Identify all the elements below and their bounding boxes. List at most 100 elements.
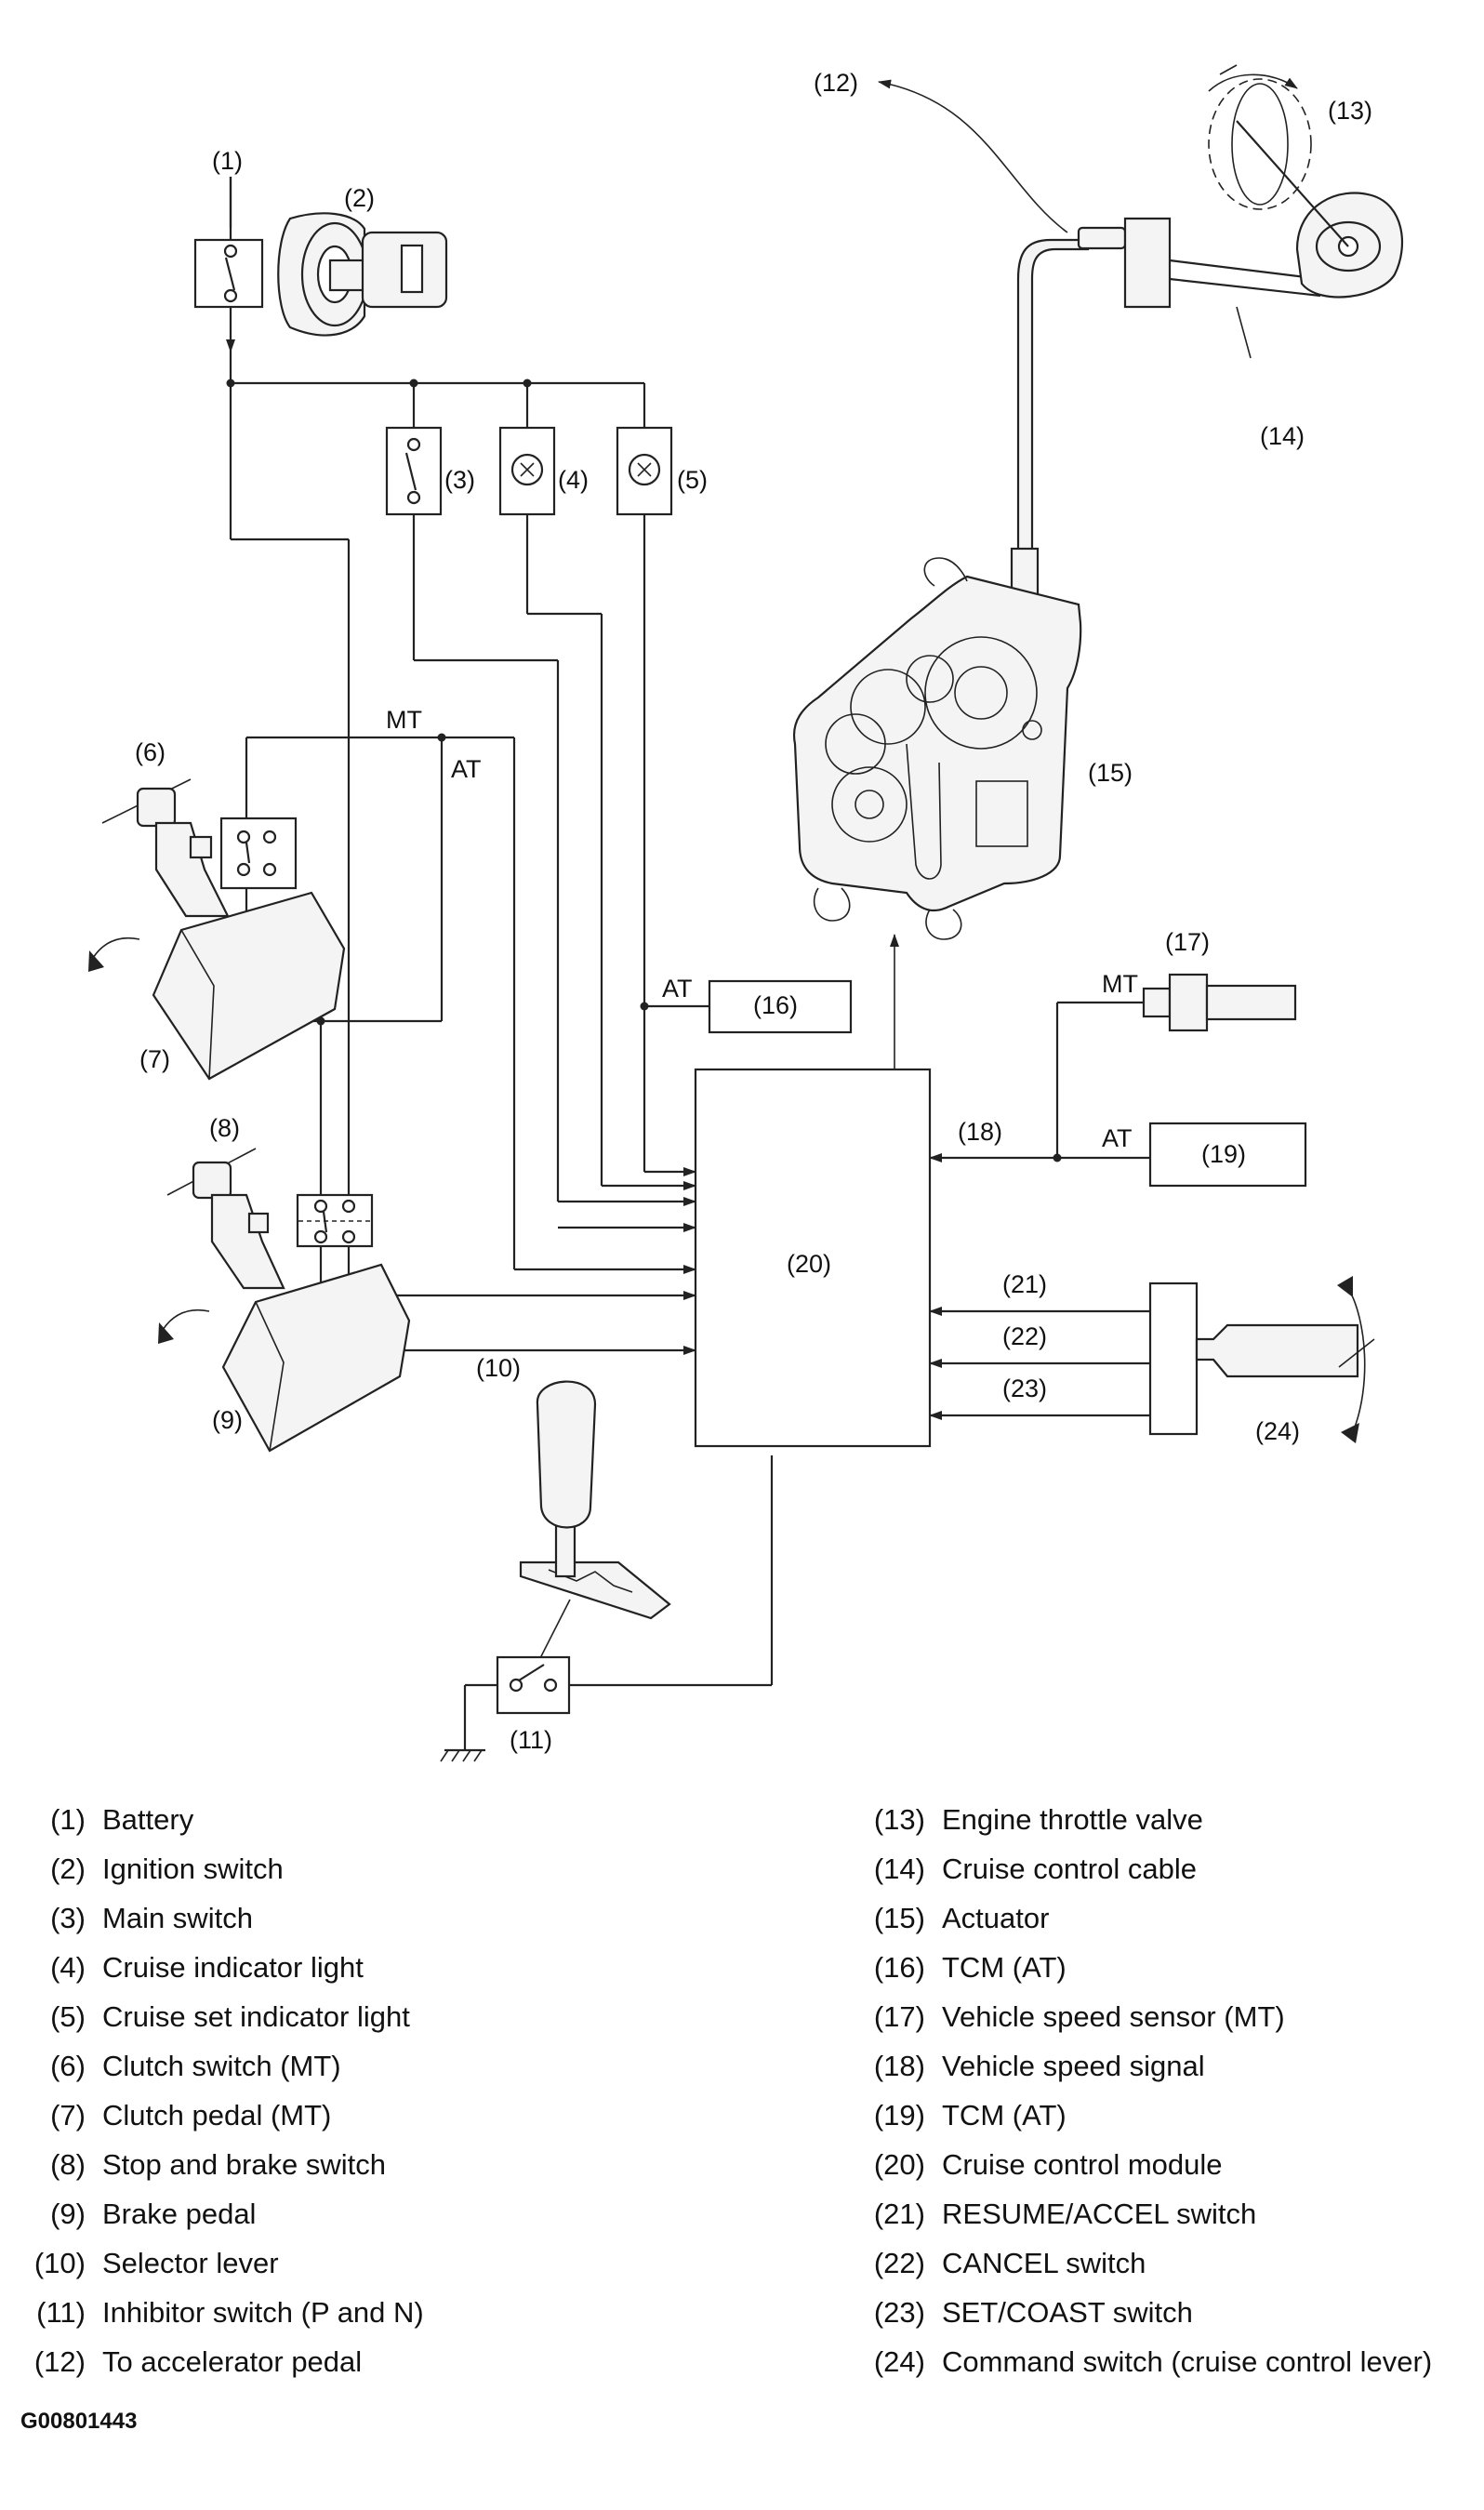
callout-18: (18) (958, 1118, 1002, 1146)
actuator-drawing (792, 547, 1082, 940)
main-switch-symbol (385, 426, 443, 516)
tcm-box-16 (708, 979, 853, 1034)
callout-7: (7) (139, 1045, 170, 1073)
legend-item-number: (7) (50, 2099, 86, 2132)
legend-item-text: Command switch (cruise control lever) (942, 2345, 1433, 2378)
battery-symbol (193, 177, 264, 309)
callout-22: (22) (1002, 1322, 1047, 1350)
legend-item-number: (6) (50, 2050, 86, 2082)
legend-item-number: (21) (873, 2198, 925, 2230)
throttle-and-cable-drawing (878, 64, 1404, 578)
callout-9: (9) (212, 1406, 243, 1434)
legend-item-text: TCM (AT) (942, 1951, 1067, 1984)
legend-item-text: Vehicle speed signal (942, 2050, 1205, 2082)
vehicle-speed-sensor-drawing (1142, 973, 1297, 1032)
callout-24: (24) (1255, 1417, 1300, 1445)
callout-16: (16) (753, 991, 798, 1019)
callout-6: (6) (135, 738, 166, 766)
legend-item-text: Vehicle speed sensor (MT) (942, 2000, 1285, 2033)
callout-21: (21) (1002, 1270, 1047, 1298)
legend-item: (3)Main switch (19, 1893, 424, 1943)
legend-item: (13) Engine throttle valve (860, 1795, 1432, 1844)
callout-23: (23) (1002, 1375, 1047, 1402)
callout-10: (10) (476, 1354, 521, 1382)
legend-item-number: (2) (50, 1853, 86, 1885)
callout-2: (2) (344, 184, 375, 212)
legend-item: (12) To accelerator pedal (19, 2337, 424, 2386)
legend-item: (5)Cruise set indicator light (19, 1992, 424, 2041)
legend-item: (21) RESUME/ACCEL switch (860, 2189, 1432, 2238)
legend-item-number: (14) (873, 1853, 925, 1885)
legend-item-number: (13) (873, 1803, 925, 1836)
callout-8: (8) (209, 1114, 240, 1142)
legend-item-number: (16) (873, 1951, 925, 1984)
brake-pedal-assembly (158, 1148, 411, 1453)
legend-item: (20) Cruise control module (860, 2140, 1432, 2189)
legend-item-text: Stop and brake switch (102, 2148, 387, 2181)
legend-item-number: (24) (873, 2345, 925, 2378)
legend-item-text: Clutch switch (MT) (102, 2050, 341, 2082)
wire-label-mt-sensor: MT (1102, 970, 1138, 998)
legend-item: (14)Cruise control cable (860, 1844, 1432, 1893)
legend-item: (16) TCM (AT) (860, 1943, 1432, 1992)
legend-item-number: (15) (873, 1902, 925, 1934)
legend-item-number: (9) (50, 2198, 86, 2230)
legend-right-column: (13)Engine throttle valve(14)Cruise cont… (860, 1795, 1432, 2386)
wire-label-mt-top: MT (386, 706, 422, 734)
legend-item-text: Battery (102, 1803, 194, 1836)
wiring (226, 177, 1150, 1762)
legend-item-text: Engine throttle valve (942, 1803, 1203, 1836)
cruise-set-indicator-light-symbol (616, 426, 673, 516)
legend-item-text: RESUME/ACCEL switch (942, 2198, 1257, 2230)
legend-item-text: SET/COAST switch (942, 2296, 1193, 2329)
legend-item-text: CANCEL switch (942, 2247, 1146, 2279)
legend-item-text: Cruise indicator light (102, 1951, 364, 1984)
callout-11: (11) (510, 1726, 552, 1754)
callout-15: (15) (1088, 759, 1133, 787)
legend-item-number: (5) (50, 2000, 86, 2033)
clutch-pedal-assembly (88, 778, 346, 1081)
legend-item-text: Actuator (942, 1902, 1050, 1934)
legend-item-text: TCM (AT) (942, 2099, 1067, 2132)
callout-4: (4) (558, 466, 589, 494)
legend-item: (18) Vehicle speed signal (860, 2041, 1432, 2091)
legend-item: (24) Command switch (cruise control lever… (860, 2337, 1432, 2386)
legend-item-number: (23) (873, 2296, 925, 2329)
legend-item: (17)Vehicle speed sensor (MT) (860, 1992, 1432, 2041)
wire-label-at-tcm16: AT (662, 975, 693, 1003)
ignition-switch-drawing (277, 212, 448, 337)
callout-1: (1) (212, 147, 243, 175)
legend-item: (2) Ignition switch (19, 1844, 424, 1893)
legend-item: (4)Cruise indicator light (19, 1943, 424, 1992)
legend-item-text: Inhibitor switch (P and N) (102, 2296, 424, 2329)
command-switch-drawing (1148, 1276, 1375, 1443)
legend-item-number: (18) (873, 2050, 925, 2082)
legend-item: (10)Selector lever (19, 2238, 424, 2288)
legend-item-text: To accelerator pedal (102, 2345, 363, 2378)
legend-item-number: (22) (873, 2247, 925, 2279)
legend-item-number: (20) (873, 2148, 925, 2181)
figure-id: G00801443 (20, 2409, 138, 2434)
callout-17: (17) (1165, 928, 1210, 956)
inhibitor-switch-symbol (496, 1655, 571, 1715)
callout-12: (12) (814, 69, 858, 97)
callout-19: (19) (1201, 1140, 1246, 1168)
legend-item-text: Brake pedal (102, 2198, 257, 2230)
legend-item: (7) Clutch pedal (MT) (19, 2091, 424, 2140)
callouts: (1) (2) (3) (4) (5) (6) (7) (8) (9) (10)… (135, 69, 1372, 1754)
legend-item-text: Selector lever (102, 2247, 279, 2279)
callout-14: (14) (1260, 422, 1305, 450)
callout-3: (3) (444, 466, 475, 494)
legend-item-text: Clutch pedal (MT) (102, 2099, 332, 2132)
tcm-box-19 (1148, 1122, 1307, 1188)
legend-item-text: Cruise control module (942, 2148, 1223, 2181)
legend-left-column: (1)Battery(2)Ignition switch(3)Main swit… (19, 1795, 424, 2386)
legend-item: (9) Brake pedal (19, 2189, 424, 2238)
legend-item-number: (12) (33, 2345, 86, 2378)
legend-item-number: (19) (873, 2099, 925, 2132)
legend-item-number: (8) (50, 2148, 86, 2181)
cruise-indicator-light-symbol (498, 426, 556, 516)
wire-label-at-tcm19: AT (1102, 1124, 1133, 1152)
legend-item-text: Ignition switch (102, 1853, 284, 1885)
legend-item-text: Main switch (102, 1902, 253, 1934)
